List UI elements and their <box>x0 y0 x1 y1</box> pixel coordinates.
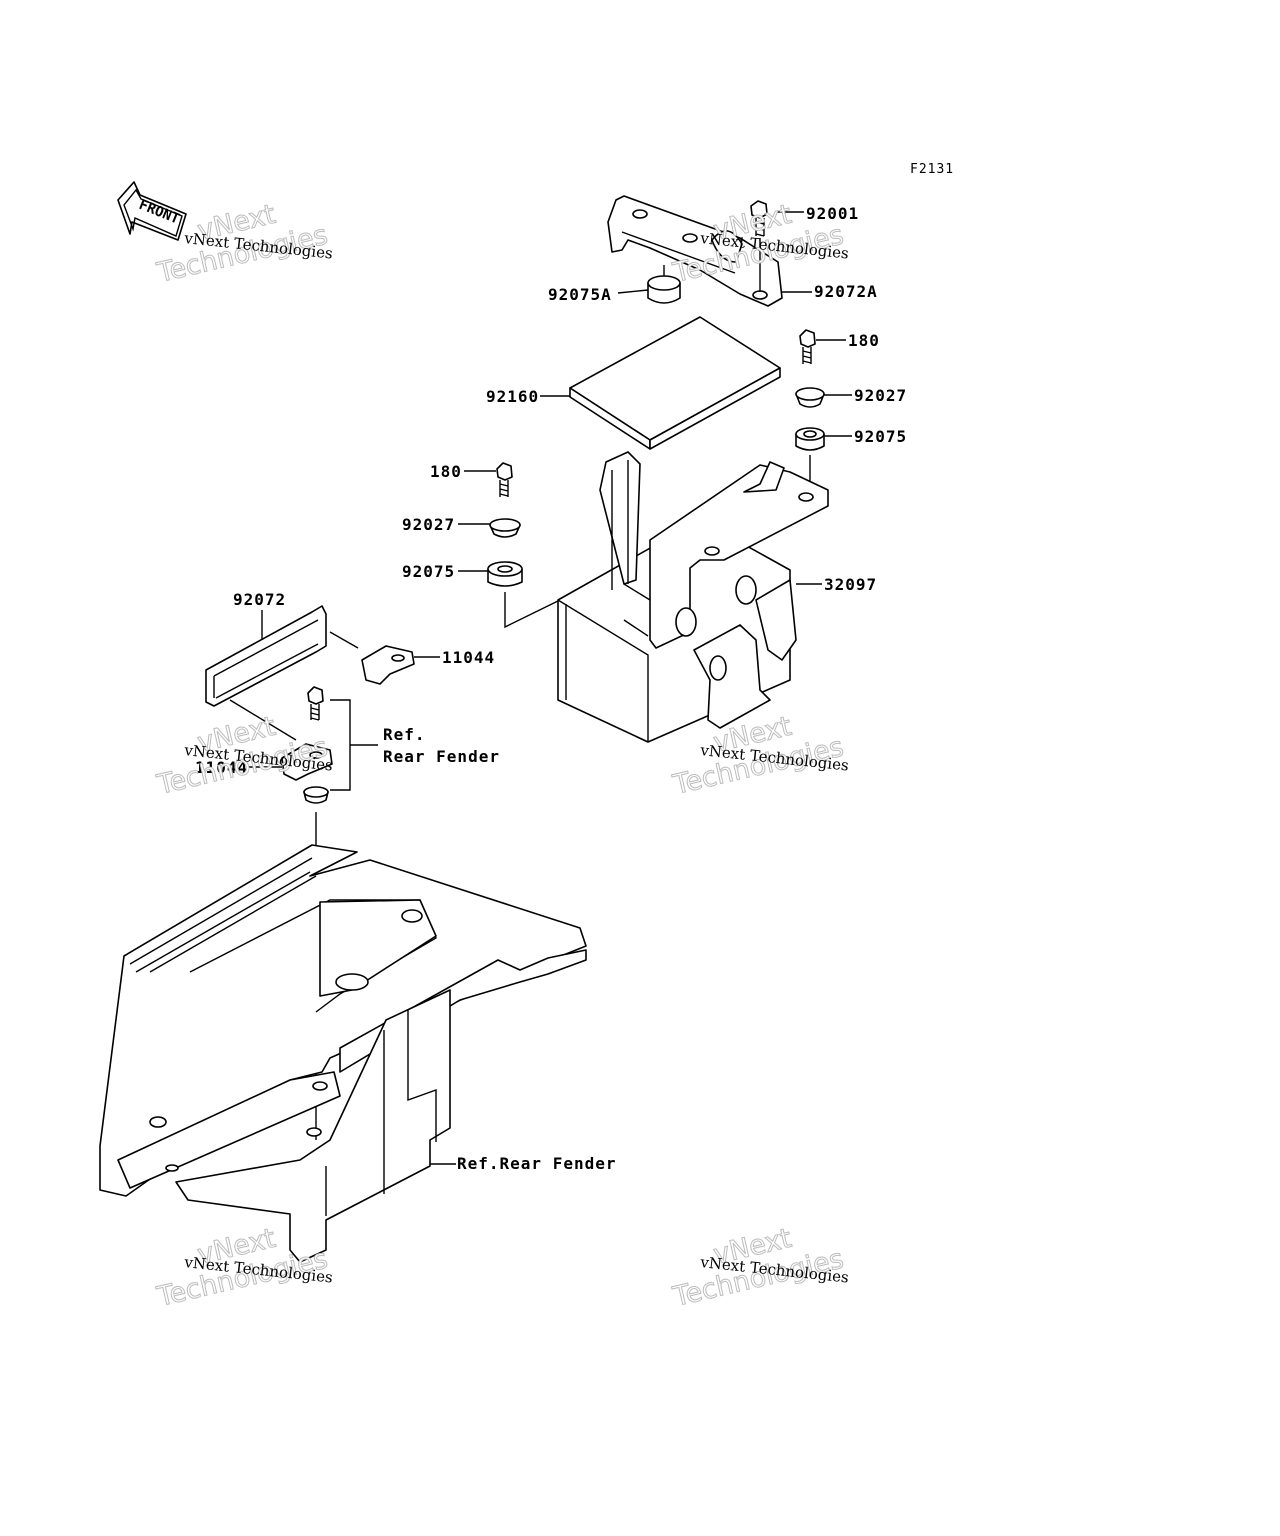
watermark-mid-left: vNext Technologies vNext Technologies <box>153 710 334 801</box>
strap-92072 <box>205 605 359 741</box>
callout-180-left: 180 <box>430 462 462 481</box>
callout-11044-right: 11044 <box>442 648 495 667</box>
watermark-bottom-right: vNext Technologies vNext Technologies <box>669 1222 850 1313</box>
front-arrow-icon: FRONT <box>117 181 187 241</box>
callout-92075-right: 92075 <box>854 427 907 446</box>
bolt-180-right <box>799 329 816 364</box>
callout-32097: 32097 <box>824 575 877 594</box>
callout-92075A: 92075A <box>548 285 612 304</box>
grommet-92075A <box>647 265 681 304</box>
callout-92001: 92001 <box>806 204 859 223</box>
callout-92027-left: 92027 <box>402 515 455 534</box>
ref-label-line1: Ref. <box>383 725 426 744</box>
watermark-mid-right: vNext Technologies vNext Technologies <box>669 710 850 801</box>
callout-92027-right: 92027 <box>854 386 907 405</box>
bolt-180-left <box>496 462 513 497</box>
nut-rear-fender <box>303 786 329 804</box>
leader-lines <box>248 211 852 768</box>
grommet-92075-left <box>487 561 561 629</box>
washer-92027-right <box>795 387 825 408</box>
bracket-11044-right <box>361 645 415 685</box>
bolt-rear-fender <box>307 686 324 721</box>
figure-code: F2131 <box>910 162 954 177</box>
callout-92072A: 92072A <box>814 282 878 301</box>
ref-bracket-line <box>330 699 378 791</box>
washer-92027-left <box>489 518 521 538</box>
callout-180-right: 180 <box>848 331 880 350</box>
battery-hold-bracket <box>607 195 783 307</box>
ref-rear-fender-label: Ref.Rear Fender <box>457 1154 617 1173</box>
callout-11044-left: 11044 <box>195 758 248 777</box>
bolt-92001 <box>750 200 768 292</box>
callout-92075-left: 92075 <box>402 562 455 581</box>
ref-label-line2: Rear Fender <box>383 747 500 766</box>
callout-92072: 92072 <box>233 590 286 609</box>
rear-fender <box>99 844 587 1263</box>
battery-case-32097 <box>557 451 829 743</box>
callout-92160: 92160 <box>486 387 539 406</box>
bracket-11044-left <box>281 743 333 781</box>
battery-pad-92160 <box>569 316 781 450</box>
